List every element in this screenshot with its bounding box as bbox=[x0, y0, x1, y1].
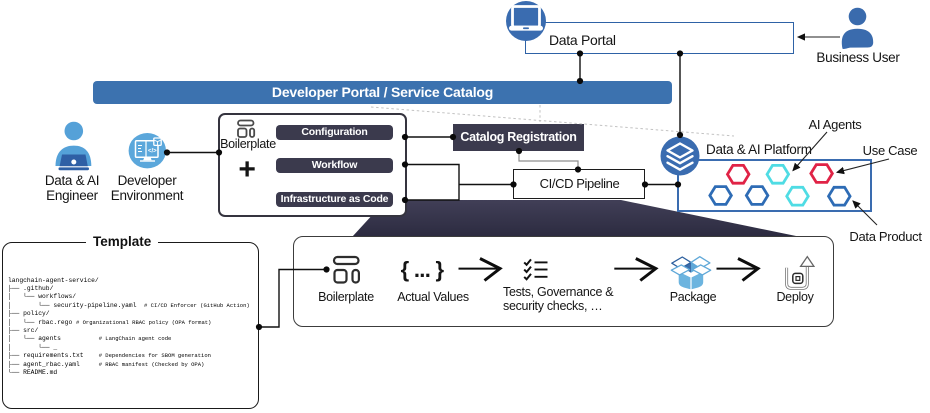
svg-text:</>: </> bbox=[148, 149, 157, 155]
